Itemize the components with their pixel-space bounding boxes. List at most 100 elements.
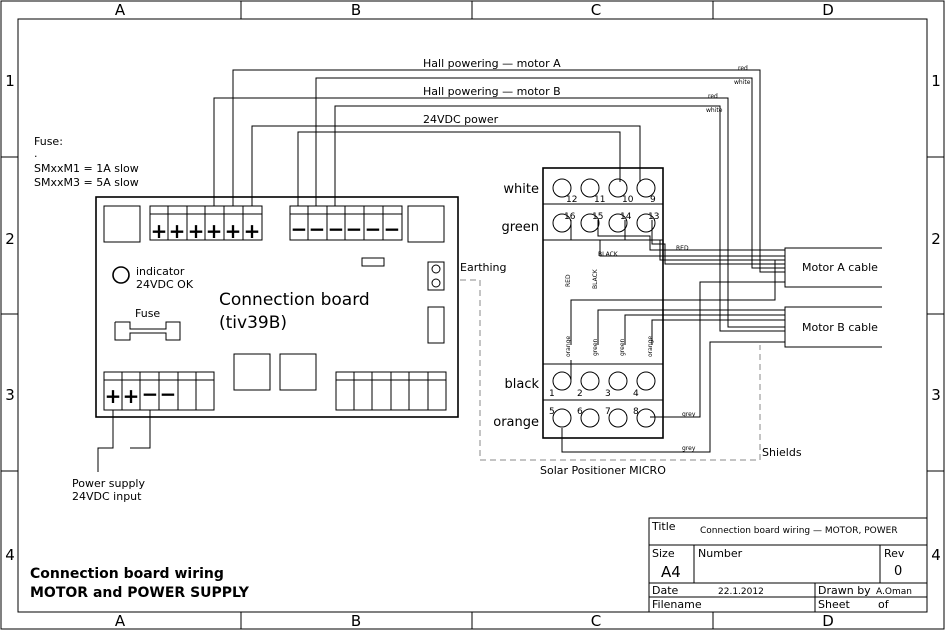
- wire-color-red-a: red: [738, 65, 748, 72]
- motor-b-cable-label: Motor B cable: [802, 321, 878, 334]
- col-label-top: A: [115, 1, 126, 19]
- col-label-top: D: [822, 1, 834, 19]
- micro-row-green: green: [501, 220, 539, 235]
- terminal-number: 4: [633, 389, 639, 399]
- terminal-number: 12: [566, 195, 577, 205]
- fuse-note-m1: SMxxM1 = 1A slow: [34, 162, 139, 175]
- tb-sheet-label: Sheet: [818, 598, 850, 611]
- terminal-number: 3: [605, 389, 611, 399]
- tb-size-label: Size: [652, 547, 675, 560]
- wire-color-orange-1: orange: [565, 336, 572, 357]
- minus-terminal: −: [309, 217, 326, 241]
- drawing-title-line1: Connection board wiring: [30, 566, 224, 582]
- psu-terminal: −: [142, 382, 159, 406]
- minus-terminal: −: [346, 217, 363, 241]
- terminal-number: 2: [577, 389, 583, 399]
- terminal-number: 9: [650, 195, 656, 205]
- wire-color-red-caps: RED: [676, 245, 689, 252]
- tb-title-label: Title: [651, 520, 676, 533]
- wire-color-white-a: white: [734, 79, 751, 86]
- board-title: Connection board: [219, 290, 370, 310]
- motor-cables: [784, 247, 882, 348]
- tb-size-value: A4: [661, 563, 681, 581]
- wire-color-green-1: green: [592, 338, 599, 356]
- plus-terminal: +: [206, 219, 223, 243]
- connection-board: [95, 196, 459, 418]
- row-label-right: 3: [931, 386, 941, 404]
- fuse-note-m3: SMxxM3 = 5A slow: [34, 176, 139, 189]
- micro-row-black: black: [504, 377, 539, 392]
- motor-a-cable-label: Motor A cable: [802, 261, 878, 274]
- psu-terminal: +: [123, 384, 140, 408]
- terminal-number: 15: [592, 212, 603, 222]
- wire-color-red-b: red: [708, 93, 718, 100]
- drawing-title-line2: MOTOR and POWER SUPPLY: [30, 585, 250, 601]
- plus-terminal: +: [169, 219, 186, 243]
- tb-title-value: Connection board wiring — MOTOR, POWER: [700, 526, 898, 536]
- tb-rev-label: Rev: [884, 547, 905, 560]
- col-label-top: C: [591, 1, 601, 19]
- fuse-note-dot: .: [34, 147, 38, 160]
- col-label-bottom: A: [115, 612, 126, 630]
- terminal-number: 6: [577, 407, 583, 417]
- micro-name: Solar Positioner MICRO: [540, 464, 666, 477]
- wire-label-24vdc: 24VDC power: [423, 113, 499, 126]
- row-label-right: 2: [931, 230, 941, 248]
- psu-lead-plus: [97, 410, 114, 472]
- tb-date-label: Date: [652, 584, 679, 597]
- wire-label-hall-b: Hall powering — motor B: [423, 85, 561, 98]
- col-label-top: B: [351, 1, 361, 19]
- terminal-number: 11: [594, 195, 605, 205]
- minus-terminal: −: [328, 217, 345, 241]
- col-label-bottom: C: [591, 612, 601, 630]
- terminal-number: 8: [633, 407, 639, 417]
- plus-terminal: +: [244, 219, 261, 243]
- terminal-number: 7: [605, 407, 611, 417]
- terminal-number: 10: [622, 195, 634, 205]
- row-label-left: 4: [5, 546, 15, 564]
- fuse-note-title: Fuse:: [34, 135, 63, 148]
- plus-terminal: +: [151, 219, 168, 243]
- minus-terminal: −: [365, 217, 382, 241]
- micro-row-white: white: [503, 182, 539, 197]
- wire-color-orange-2: orange: [647, 336, 654, 357]
- wire-color-black-caps: BLACK: [598, 251, 619, 258]
- wire-bundle: [213, 69, 785, 461]
- tb-of-label: of: [878, 598, 890, 611]
- wire-color-grey-2: grey: [682, 445, 696, 452]
- earthing-label: Earthing: [460, 261, 507, 274]
- wire-label-hall-a: Hall powering — motor A: [423, 57, 561, 70]
- col-label-bottom: B: [351, 612, 361, 630]
- psu-lead-minus: [130, 410, 151, 449]
- wire-color-red-vertical: RED: [565, 274, 572, 287]
- solar-positioner-micro: [542, 167, 664, 439]
- wire-color-white-b: white: [706, 107, 723, 114]
- minus-terminal: −: [384, 217, 401, 241]
- indicator-led-icon: [112, 266, 130, 284]
- terminal-number: 5: [549, 407, 555, 417]
- col-label-bottom: D: [822, 612, 834, 630]
- tb-date-value: 22.1.2012: [718, 587, 764, 597]
- power-supply-voltage: 24VDC input: [72, 490, 142, 503]
- indicator-label: indicator: [136, 265, 185, 278]
- wire-color-green-2: green: [619, 338, 626, 356]
- psu-terminal: +: [105, 384, 122, 408]
- minus-terminal: −: [291, 217, 308, 241]
- tb-drawn-label: Drawn by: [818, 584, 871, 597]
- tb-rev-value: 0: [894, 564, 902, 579]
- shields-label: Shields: [762, 446, 802, 459]
- title-block: [648, 517, 928, 613]
- tb-drawn-value: A.Oman: [876, 587, 912, 597]
- row-label-right: 4: [931, 546, 941, 564]
- plus-terminal: +: [188, 219, 205, 243]
- row-label-left: 1: [5, 72, 15, 90]
- terminal-number: 1: [549, 389, 555, 399]
- indicator-status: 24VDC OK: [136, 278, 194, 291]
- terminal-number: 14: [620, 212, 632, 222]
- row-label-right: 1: [931, 72, 941, 90]
- power-supply-label: Power supply: [72, 477, 145, 490]
- fuse-label: Fuse: [135, 307, 160, 320]
- terminal-number: 16: [564, 212, 576, 222]
